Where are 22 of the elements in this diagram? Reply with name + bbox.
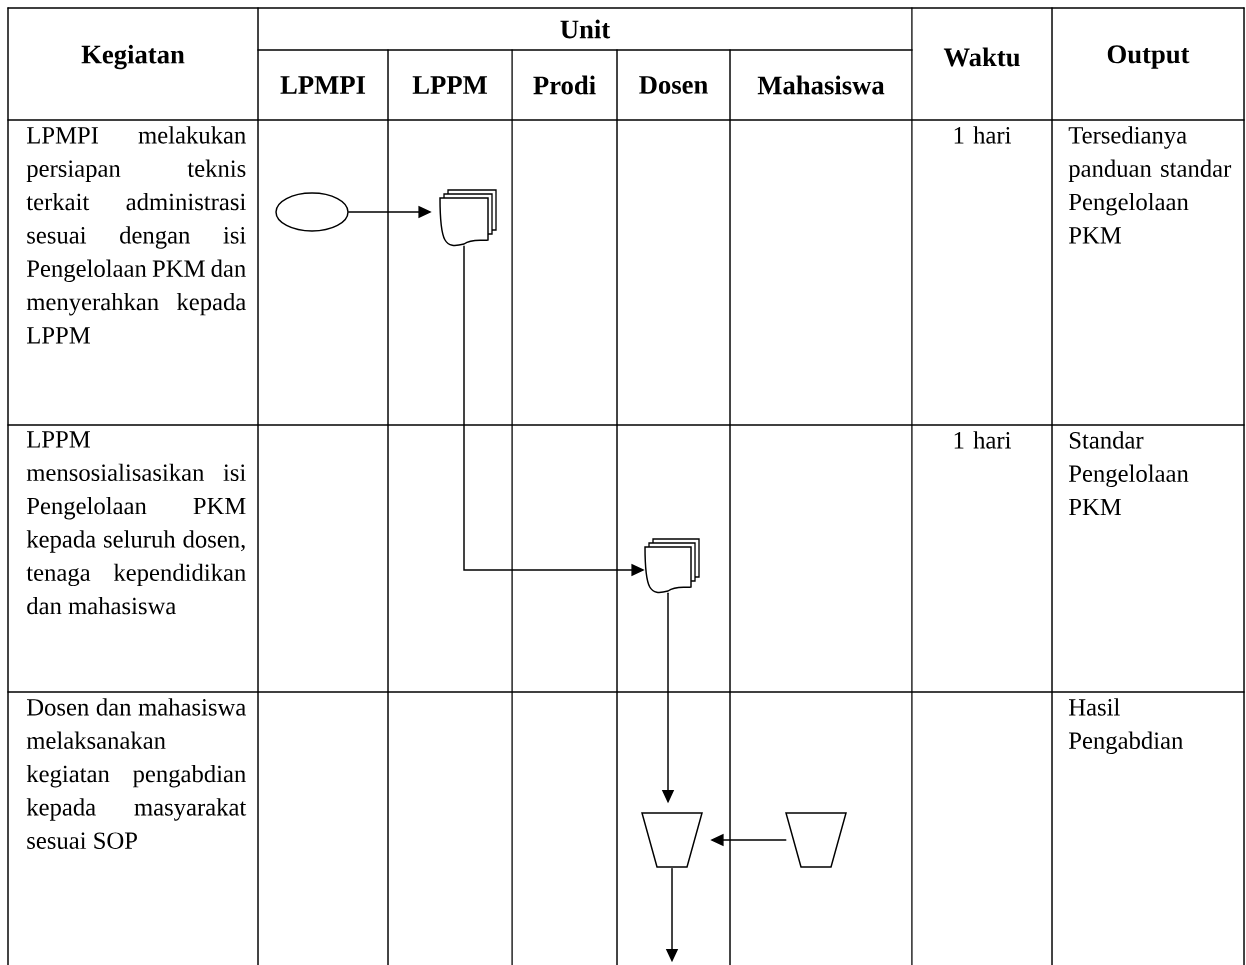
column-header: LPMPI xyxy=(280,76,366,94)
column-header: Output xyxy=(1107,45,1190,69)
output-text: Hasil Pengabdian xyxy=(1069,698,1183,755)
multi-document-symbol xyxy=(439,189,497,247)
column-header: Prodi xyxy=(533,75,596,95)
output-text: Standar Pengelolaan PKM xyxy=(1069,431,1189,516)
activity-text: LPPM mensosialisasikan isi Pengelolaan PKM kepada seluruh dosen, tenaga kependidikan dan mahasiswa xyxy=(26,431,246,615)
column-header: Dosen xyxy=(639,76,708,94)
duration-text: 1 hari xyxy=(954,126,1011,144)
activity-text: Dosen dan mahasiswa melaksanakan kegiatan pengabdian kepada masyarakat sesuai SOP xyxy=(26,698,247,849)
activity-text: LPMPI melakukan persiapan teknis terkait administrasi sesuai dengan isi Pengelolaan PKM dan menyerahkan kepada LPPM xyxy=(26,126,246,344)
column-header: Mahasiswa xyxy=(757,75,885,95)
merge-trapezoid xyxy=(641,812,703,868)
multi-document-symbol xyxy=(644,538,700,594)
column-header: Waktu xyxy=(943,47,1020,67)
terminator-ellipse xyxy=(275,192,349,232)
output-text: Tersedianya panduan standar Pengelolaan PKM xyxy=(1068,126,1232,244)
column-header: LPPM xyxy=(412,76,487,94)
column-header: Unit xyxy=(560,19,611,39)
duration-text: 1 hari xyxy=(954,431,1011,449)
column-header: Kegiatan xyxy=(81,44,185,70)
merge-trapezoid xyxy=(785,812,847,868)
